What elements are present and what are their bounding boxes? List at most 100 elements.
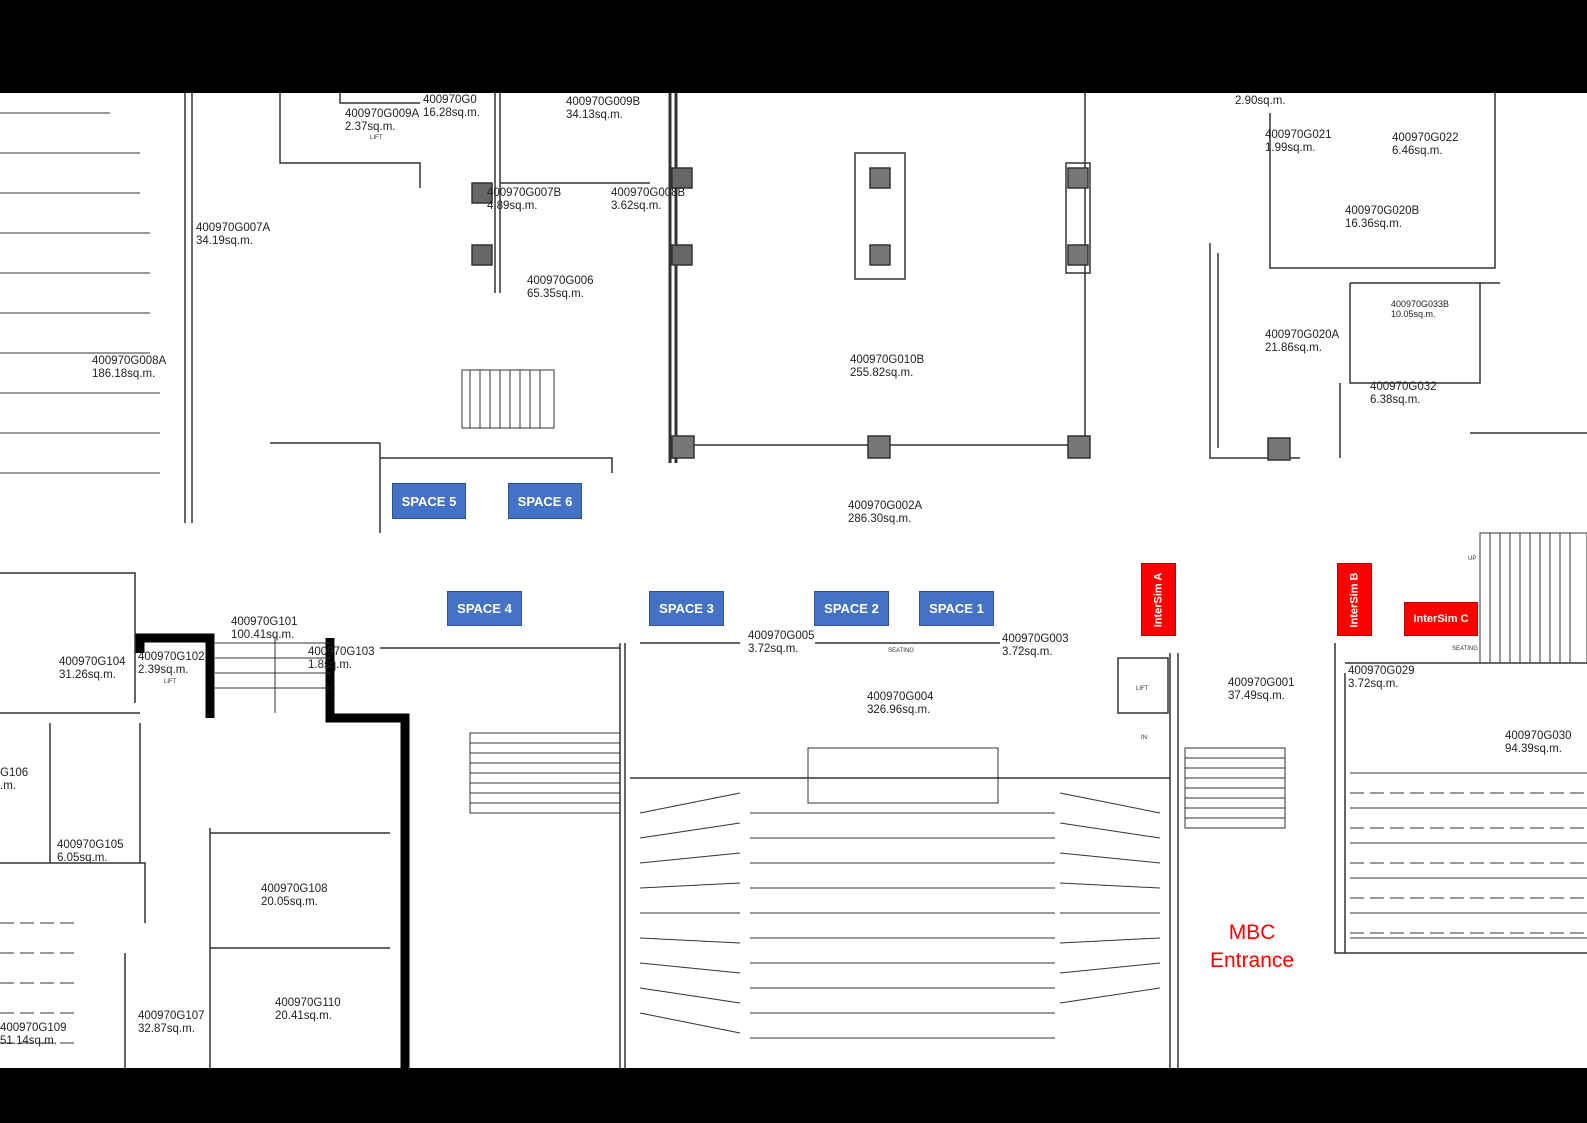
column [671, 435, 695, 459]
room-code: 400970G0 [423, 94, 477, 106]
column [671, 244, 693, 266]
room-code: 400970G009A [345, 108, 420, 120]
room-code: 400970G010B [850, 354, 925, 366]
room-area: 94.39sq.m. [1505, 742, 1562, 755]
room-label: 2.90sq.m. [1235, 95, 1286, 108]
room-area: 186.18sq.m. [92, 367, 156, 380]
room-area: 255.82sq.m. [850, 366, 914, 379]
room-area: 3.72sq.m. [748, 642, 799, 655]
room-code: 400970G002A [848, 500, 923, 512]
room-area: 1.8sq.m. [308, 658, 353, 671]
intersim-a-label: InterSim A [1152, 572, 1165, 627]
space-2-marker[interactable]: SPACE 2 [814, 591, 889, 626]
room-code: 400970G109 [0, 1022, 67, 1034]
room-area: 34.19sq.m. [196, 234, 253, 247]
space-6-marker[interactable]: SPACE 6 [508, 483, 582, 519]
space-4-marker[interactable]: SPACE 4 [447, 591, 522, 626]
room-label: G106.m. [0, 767, 28, 792]
column-block [1065, 162, 1091, 274]
entrance-line-2: Entrance [1210, 949, 1295, 972]
room-code: 400970G029 [1348, 665, 1415, 677]
room-area: 4.89sq.m. [487, 199, 538, 212]
room-code: 400970G032 [1370, 381, 1437, 393]
entrance-line-1: MBC [1228, 921, 1276, 944]
column [471, 182, 493, 204]
room-code: 400970G005 [748, 630, 815, 642]
room-code: 400970G001 [1228, 677, 1295, 689]
wall [270, 442, 613, 533]
room-code: 400970G004 [867, 691, 934, 703]
wall [380, 642, 1179, 1068]
column [869, 244, 891, 266]
room-area: 51.14sq.m. [0, 1034, 57, 1047]
room-area: 16.36sq.m. [1345, 217, 1402, 230]
room-code: 400970G007A [196, 222, 271, 234]
in-label: IN [1141, 735, 1147, 741]
wall [686, 93, 1090, 453]
seating-label: SEATING [888, 648, 914, 654]
intersim-c-marker[interactable]: InterSim C [1404, 602, 1478, 636]
space-1-marker[interactable]: SPACE 1 [919, 591, 994, 626]
intersim-b-label: InterSim B [1348, 571, 1361, 628]
column [671, 167, 693, 189]
room-code: 400970G020B [1345, 205, 1420, 217]
seating-label: SEATING [1452, 646, 1478, 652]
space-3-marker[interactable]: SPACE 3 [649, 591, 724, 626]
room-area: 32.87sq.m. [138, 1022, 195, 1035]
room-code: 400970G020A [1265, 329, 1340, 341]
column-block [854, 152, 906, 280]
lift-label: LIFT [1136, 686, 1149, 692]
room-area: 2.90sq.m. [1235, 95, 1286, 107]
room-code: 400970G003 [1002, 633, 1069, 645]
auditorium-rows [639, 747, 1161, 1039]
room-area: 65.35sq.m. [527, 287, 584, 300]
space-5-marker[interactable]: SPACE 5 [392, 483, 466, 519]
room-code: 400970G009B [566, 96, 641, 108]
room-code: 400970G103 [308, 646, 375, 658]
room-code: 400970G110 [275, 997, 341, 1009]
room-area: 326.96sq.m. [867, 703, 931, 716]
wall [668, 93, 678, 463]
mbc-entrance-label: MBC Entrance [1210, 919, 1294, 975]
room-code: 400970G008A [92, 355, 167, 367]
room-code: 400970G008B [611, 187, 686, 199]
room-area: 6.46sq.m. [1392, 144, 1443, 157]
room-code: 400970G030 [1505, 730, 1572, 742]
lift-label: LIFT [164, 679, 177, 685]
room-code: 400970G108 [261, 883, 328, 895]
intersim-b-marker[interactable]: InterSim B [1337, 563, 1372, 636]
room-area: 37.49sq.m. [1228, 689, 1285, 702]
room-code: 400970G107 [138, 1010, 205, 1022]
room-code: 400970G022 [1392, 132, 1459, 144]
column [471, 244, 493, 266]
room-area: .m. [0, 779, 16, 792]
up-label: UP [1468, 556, 1477, 562]
room-area: 3.72sq.m. [1002, 645, 1053, 658]
intersim-a-marker[interactable]: InterSim A [1141, 563, 1176, 636]
lift-label: LIFT [370, 135, 383, 141]
column [1067, 244, 1089, 266]
room-area: 34.13sq.m. [566, 108, 623, 121]
floor-plan-walls [0, 93, 1587, 1068]
wall [184, 93, 193, 523]
